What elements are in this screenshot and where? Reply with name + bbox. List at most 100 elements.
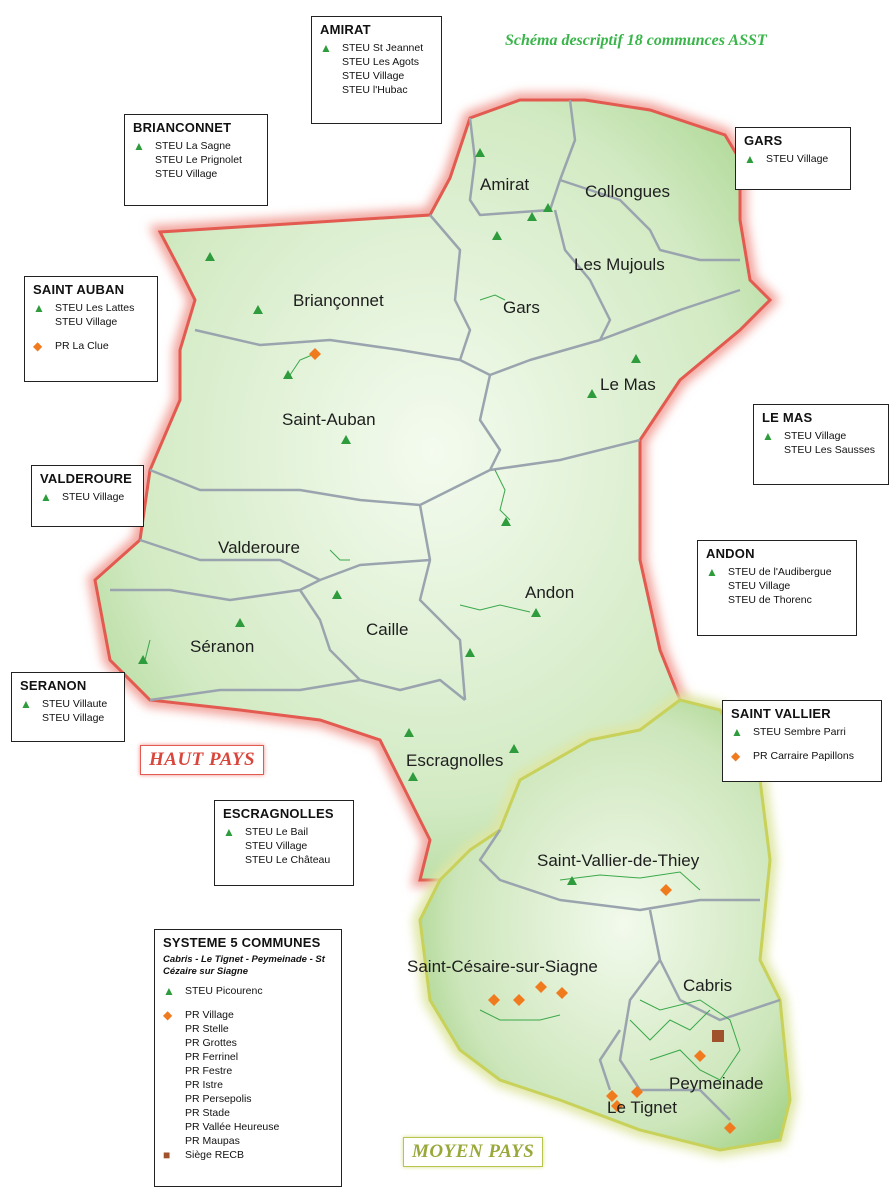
commune-label: Les Mujouls — [574, 255, 665, 274]
steu-marker — [253, 305, 263, 314]
steu-marker — [465, 648, 475, 657]
pr-marker — [631, 1086, 643, 1098]
pr-marker — [535, 981, 547, 993]
commune-label: Escragnolles — [406, 751, 503, 770]
pr-marker — [724, 1122, 736, 1134]
pr-marker — [660, 884, 672, 896]
box-item: STEU Les Lattes — [55, 302, 135, 314]
triangle-icon: ▲ — [223, 825, 235, 839]
commune-label: Caille — [366, 620, 409, 639]
steu-marker — [341, 435, 351, 444]
steu-marker — [501, 517, 511, 526]
box-title: VALDEROURE — [40, 471, 133, 486]
legend-box-saint-auban: SAINT AUBAN ▲STEU Les Lattes STEU Villag… — [24, 276, 158, 382]
commune-label: Andon — [525, 583, 574, 602]
box-item: STEU Les Sausses — [784, 444, 876, 456]
legend-box-escragnolles: ESCRAGNOLLES ▲STEU Le Bail STEU Village … — [214, 800, 354, 886]
steu-markers — [138, 148, 641, 885]
box-item: STEU Le Château — [245, 854, 331, 866]
box-item: STEU Village — [784, 430, 847, 442]
box-item: PR La Clue — [55, 340, 109, 352]
pr-marker — [309, 348, 321, 360]
commune-label: Collongues — [585, 182, 670, 201]
triangle-icon: ▲ — [762, 429, 774, 443]
steu-marker — [631, 354, 641, 363]
box-title: BRIANCONNET — [133, 120, 232, 135]
box-item: STEU Village — [155, 168, 218, 180]
box-title: SAINT AUBAN — [33, 282, 125, 297]
box-item: STEU de Thorenc — [728, 594, 812, 606]
pr-marker — [694, 1050, 706, 1062]
box-item: PR Festre — [185, 1065, 233, 1077]
legend-box-seranon: SERANON ▲STEU Villaute STEU Village — [11, 672, 125, 742]
haut-pays-label: HAUT PAYS — [140, 745, 265, 775]
commune-label: Séranon — [190, 637, 254, 656]
commune-label: Saint-Césaire-sur-Siagne — [407, 957, 598, 976]
legend-box-le-mas: LE MAS ▲STEU Village STEU Les Sausses — [753, 404, 889, 485]
steu-marker — [527, 212, 537, 221]
box-item: PR Grottes — [185, 1037, 237, 1049]
box-item: STEU Village — [245, 840, 308, 852]
legend-box-brianconnet: BRIANCONNET ▲STEU La Sagne STEU Le Prign… — [124, 114, 268, 206]
box-item: PR Persepolis — [185, 1093, 252, 1105]
steu-marker — [492, 231, 502, 240]
box-item: PR Istre — [185, 1079, 223, 1091]
legend-box-valderoure: VALDEROURE ▲STEU Village — [31, 465, 144, 527]
box-item: STEU Village — [42, 712, 105, 724]
commune-label: Saint-Vallier-de-Thiey — [537, 851, 700, 870]
moyen-pays-region — [418, 698, 792, 1152]
map-title: Schéma descriptif 18 communces ASST — [505, 32, 767, 49]
triangle-icon: ▲ — [744, 152, 756, 166]
steu-marker — [408, 772, 418, 781]
commune-label: Saint-Auban — [282, 410, 376, 429]
box-title: SYSTEME 5 COMMUNES — [163, 935, 321, 950]
box-title: SERANON — [20, 678, 87, 693]
triangle-icon: ▲ — [163, 984, 175, 998]
box-item: STEU Sembre Parri — [753, 726, 846, 738]
triangle-icon: ▲ — [133, 139, 145, 153]
box-item: PR Ferrinel — [185, 1051, 239, 1063]
box-item: STEU de l'Audibergue — [728, 566, 832, 578]
box-item: PR Carraire Papillons — [753, 750, 854, 762]
box-title: ANDON — [706, 546, 755, 561]
triangle-icon: ▲ — [731, 725, 743, 739]
pr-marker — [556, 987, 568, 999]
box-item: STEU Village — [342, 70, 405, 82]
commune-label: Briançonnet — [293, 291, 384, 310]
commune-label: Le Mas — [600, 375, 656, 394]
steu-marker — [205, 252, 215, 261]
steu-marker — [531, 608, 541, 617]
box-title: AMIRAT — [320, 22, 371, 37]
steu-marker — [567, 876, 577, 885]
legend-box-systeme-5-communes: SYSTEME 5 COMMUNES Cabris - Le Tignet - … — [154, 929, 342, 1187]
legend-box-amirat: AMIRAT ▲STEU St Jeannet STEU Les Agots S… — [311, 16, 442, 124]
box-item: PR Stelle — [185, 1023, 229, 1035]
triangle-icon: ▲ — [20, 697, 32, 711]
box-item: STEU Picourenc — [185, 985, 263, 997]
box-title: GARS — [744, 133, 783, 148]
pr-marker — [488, 994, 500, 1006]
steu-marker — [543, 203, 553, 212]
steu-marker — [509, 744, 519, 753]
box-item: STEU St Jeannet — [342, 42, 424, 54]
box-item: PR Maupas — [185, 1135, 240, 1147]
box-title: ESCRAGNOLLES — [223, 806, 334, 821]
steu-marker — [587, 389, 597, 398]
commune-label: Amirat — [480, 175, 529, 194]
box-title: SAINT VALLIER — [731, 706, 831, 721]
box-item: STEU Les Agots — [342, 56, 420, 68]
diamond-icon: ◆ — [33, 339, 43, 353]
pr-marker — [513, 994, 525, 1006]
commune-label: Gars — [503, 298, 540, 317]
commune-label: Cabris — [683, 976, 732, 995]
commune-boundaries — [110, 99, 781, 1121]
steu-marker — [475, 148, 485, 157]
steu-marker — [404, 728, 414, 737]
legend-box-gars: GARS ▲ STEU Village — [735, 127, 851, 190]
box-item: STEU Le Bail — [245, 826, 309, 838]
box-item: STEU Village — [766, 153, 829, 165]
box-item: PR Village — [185, 1009, 234, 1021]
pr-markers — [309, 348, 736, 1134]
box-item: Siège RECB — [185, 1149, 244, 1161]
